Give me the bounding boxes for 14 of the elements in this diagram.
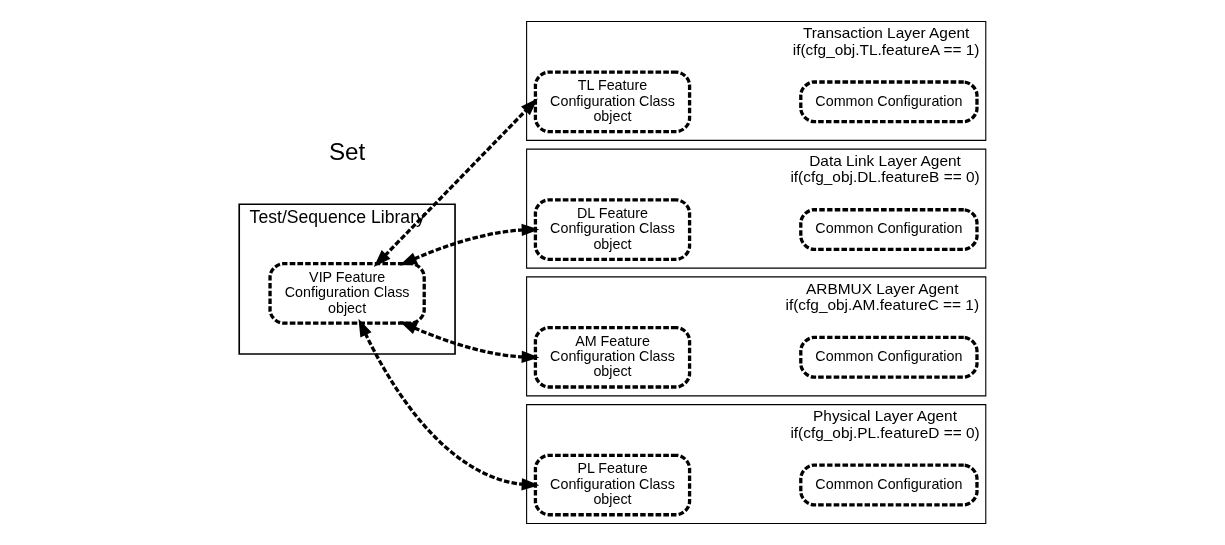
label: Set (328, 137, 366, 165)
arrow (399, 223, 540, 266)
arrow (399, 321, 540, 364)
arrow (358, 318, 540, 491)
node-box: VIP Feature Configuration Class object (268, 262, 426, 325)
node-box: DL Feature Configuration Class object (533, 198, 692, 261)
node-box: Common Configuration (799, 335, 979, 379)
node-box: TL Feature Configuration Class object (533, 70, 692, 134)
node-box: PL Feature Configuration Class object (533, 453, 692, 517)
node-box: Common Configuration (799, 80, 979, 124)
node-box: AM Feature Configuration Class object (533, 325, 692, 389)
node-box: Common Configuration (799, 463, 979, 507)
node-box: Common Configuration (799, 208, 979, 252)
arrow (373, 98, 538, 268)
